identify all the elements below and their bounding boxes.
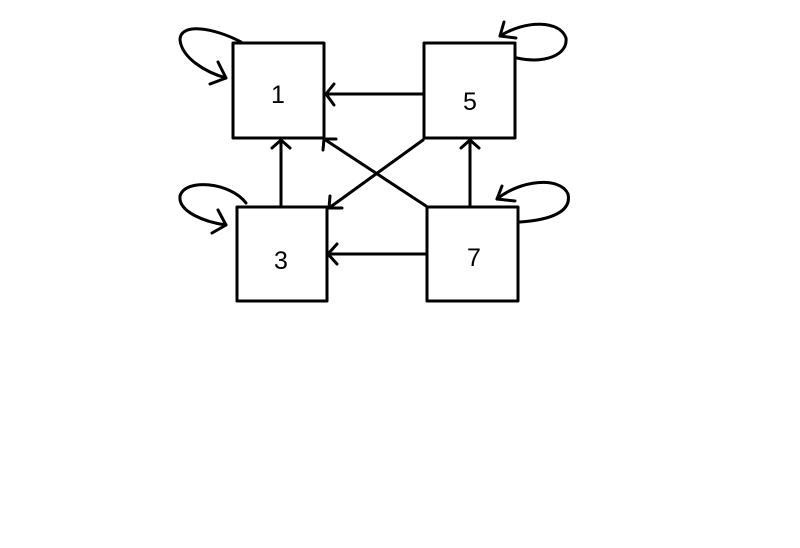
node-7-label: 7: [467, 244, 481, 272]
edge-3-1: [270, 138, 292, 208]
edge-3-3: [178, 183, 248, 235]
edge-1-1: [178, 27, 243, 86]
edge-5-1: [324, 82, 425, 107]
edge-7-5: [459, 138, 481, 208]
edge-5-5: [498, 20, 568, 62]
edge-7-1: [321, 137, 428, 208]
node-5-box: [422, 41, 517, 140]
node-1-box: [231, 41, 326, 140]
edge-5-3: [327, 138, 425, 210]
node-5-label: 5: [463, 88, 477, 116]
edge-7-7: [495, 181, 570, 224]
node-1-label: 1: [271, 81, 285, 109]
node-3-label: 3: [274, 247, 288, 275]
edge-7-3: [326, 242, 428, 266]
